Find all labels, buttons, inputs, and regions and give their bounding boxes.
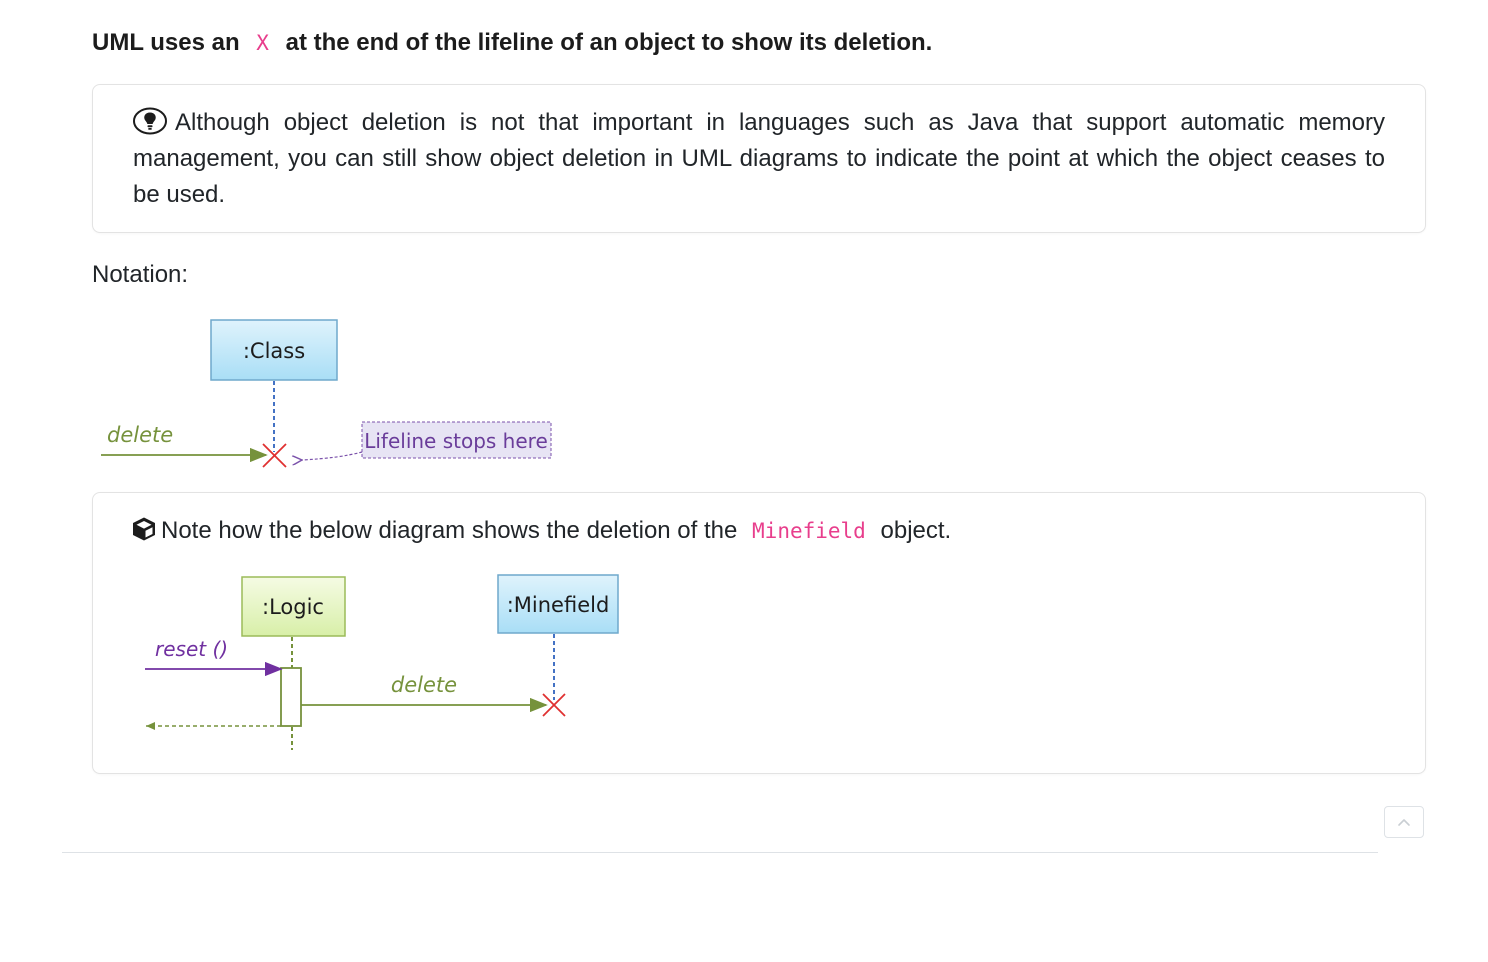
class-object-label: :Class bbox=[243, 339, 305, 363]
notation-label: Notation: bbox=[92, 261, 189, 288]
chevron-up-icon bbox=[1398, 819, 1410, 826]
logic-activation-bar bbox=[280, 667, 302, 727]
example-caption: Note how the below diagram shows the del… bbox=[131, 515, 951, 547]
back-to-top-button[interactable] bbox=[1384, 806, 1424, 838]
deletion-x-mark bbox=[262, 443, 287, 468]
logic-object-label: :Logic bbox=[262, 595, 324, 619]
example-diagram: :Logic :Minefield reset () delete bbox=[145, 574, 619, 750]
delete-message-label: delete bbox=[107, 423, 173, 447]
example-text-after: object. bbox=[880, 517, 952, 544]
minefield-code: Minefield bbox=[752, 519, 866, 543]
tip-paragraph: Although object deletion is not that imp… bbox=[133, 105, 1385, 213]
minefield-object-label: :Minefield bbox=[507, 593, 610, 617]
section-heading: UML uses an X at the end of the lifeline… bbox=[92, 26, 932, 60]
notation-diagram: :Class delete Lifeline stops here bbox=[101, 319, 552, 468]
delete-message-label-2: delete bbox=[391, 673, 457, 697]
footer-divider bbox=[62, 852, 1378, 853]
class-object-box bbox=[210, 319, 338, 381]
return-arrowhead bbox=[146, 722, 155, 730]
cube-icon bbox=[131, 516, 157, 542]
minefield-deletion-x-mark bbox=[542, 693, 566, 717]
example-text-before: Note how the below diagram shows the del… bbox=[161, 517, 738, 544]
reset-message-label: reset () bbox=[155, 637, 228, 661]
callout-box bbox=[361, 421, 552, 459]
logic-object-box bbox=[241, 576, 346, 637]
tip-card: Although object deletion is not that imp… bbox=[92, 84, 1426, 233]
heading-code-x: X bbox=[256, 31, 269, 55]
tip-text: Although object deletion is not that imp… bbox=[133, 109, 1385, 208]
minefield-object-box bbox=[497, 574, 619, 634]
heading-text-before: UML uses an bbox=[92, 29, 240, 56]
callout-pointer bbox=[302, 451, 363, 460]
heading-text-after: at the end of the lifeline of an object … bbox=[285, 29, 933, 56]
lightbulb-icon bbox=[133, 107, 167, 135]
callout-label: Lifeline stops here bbox=[364, 429, 548, 453]
